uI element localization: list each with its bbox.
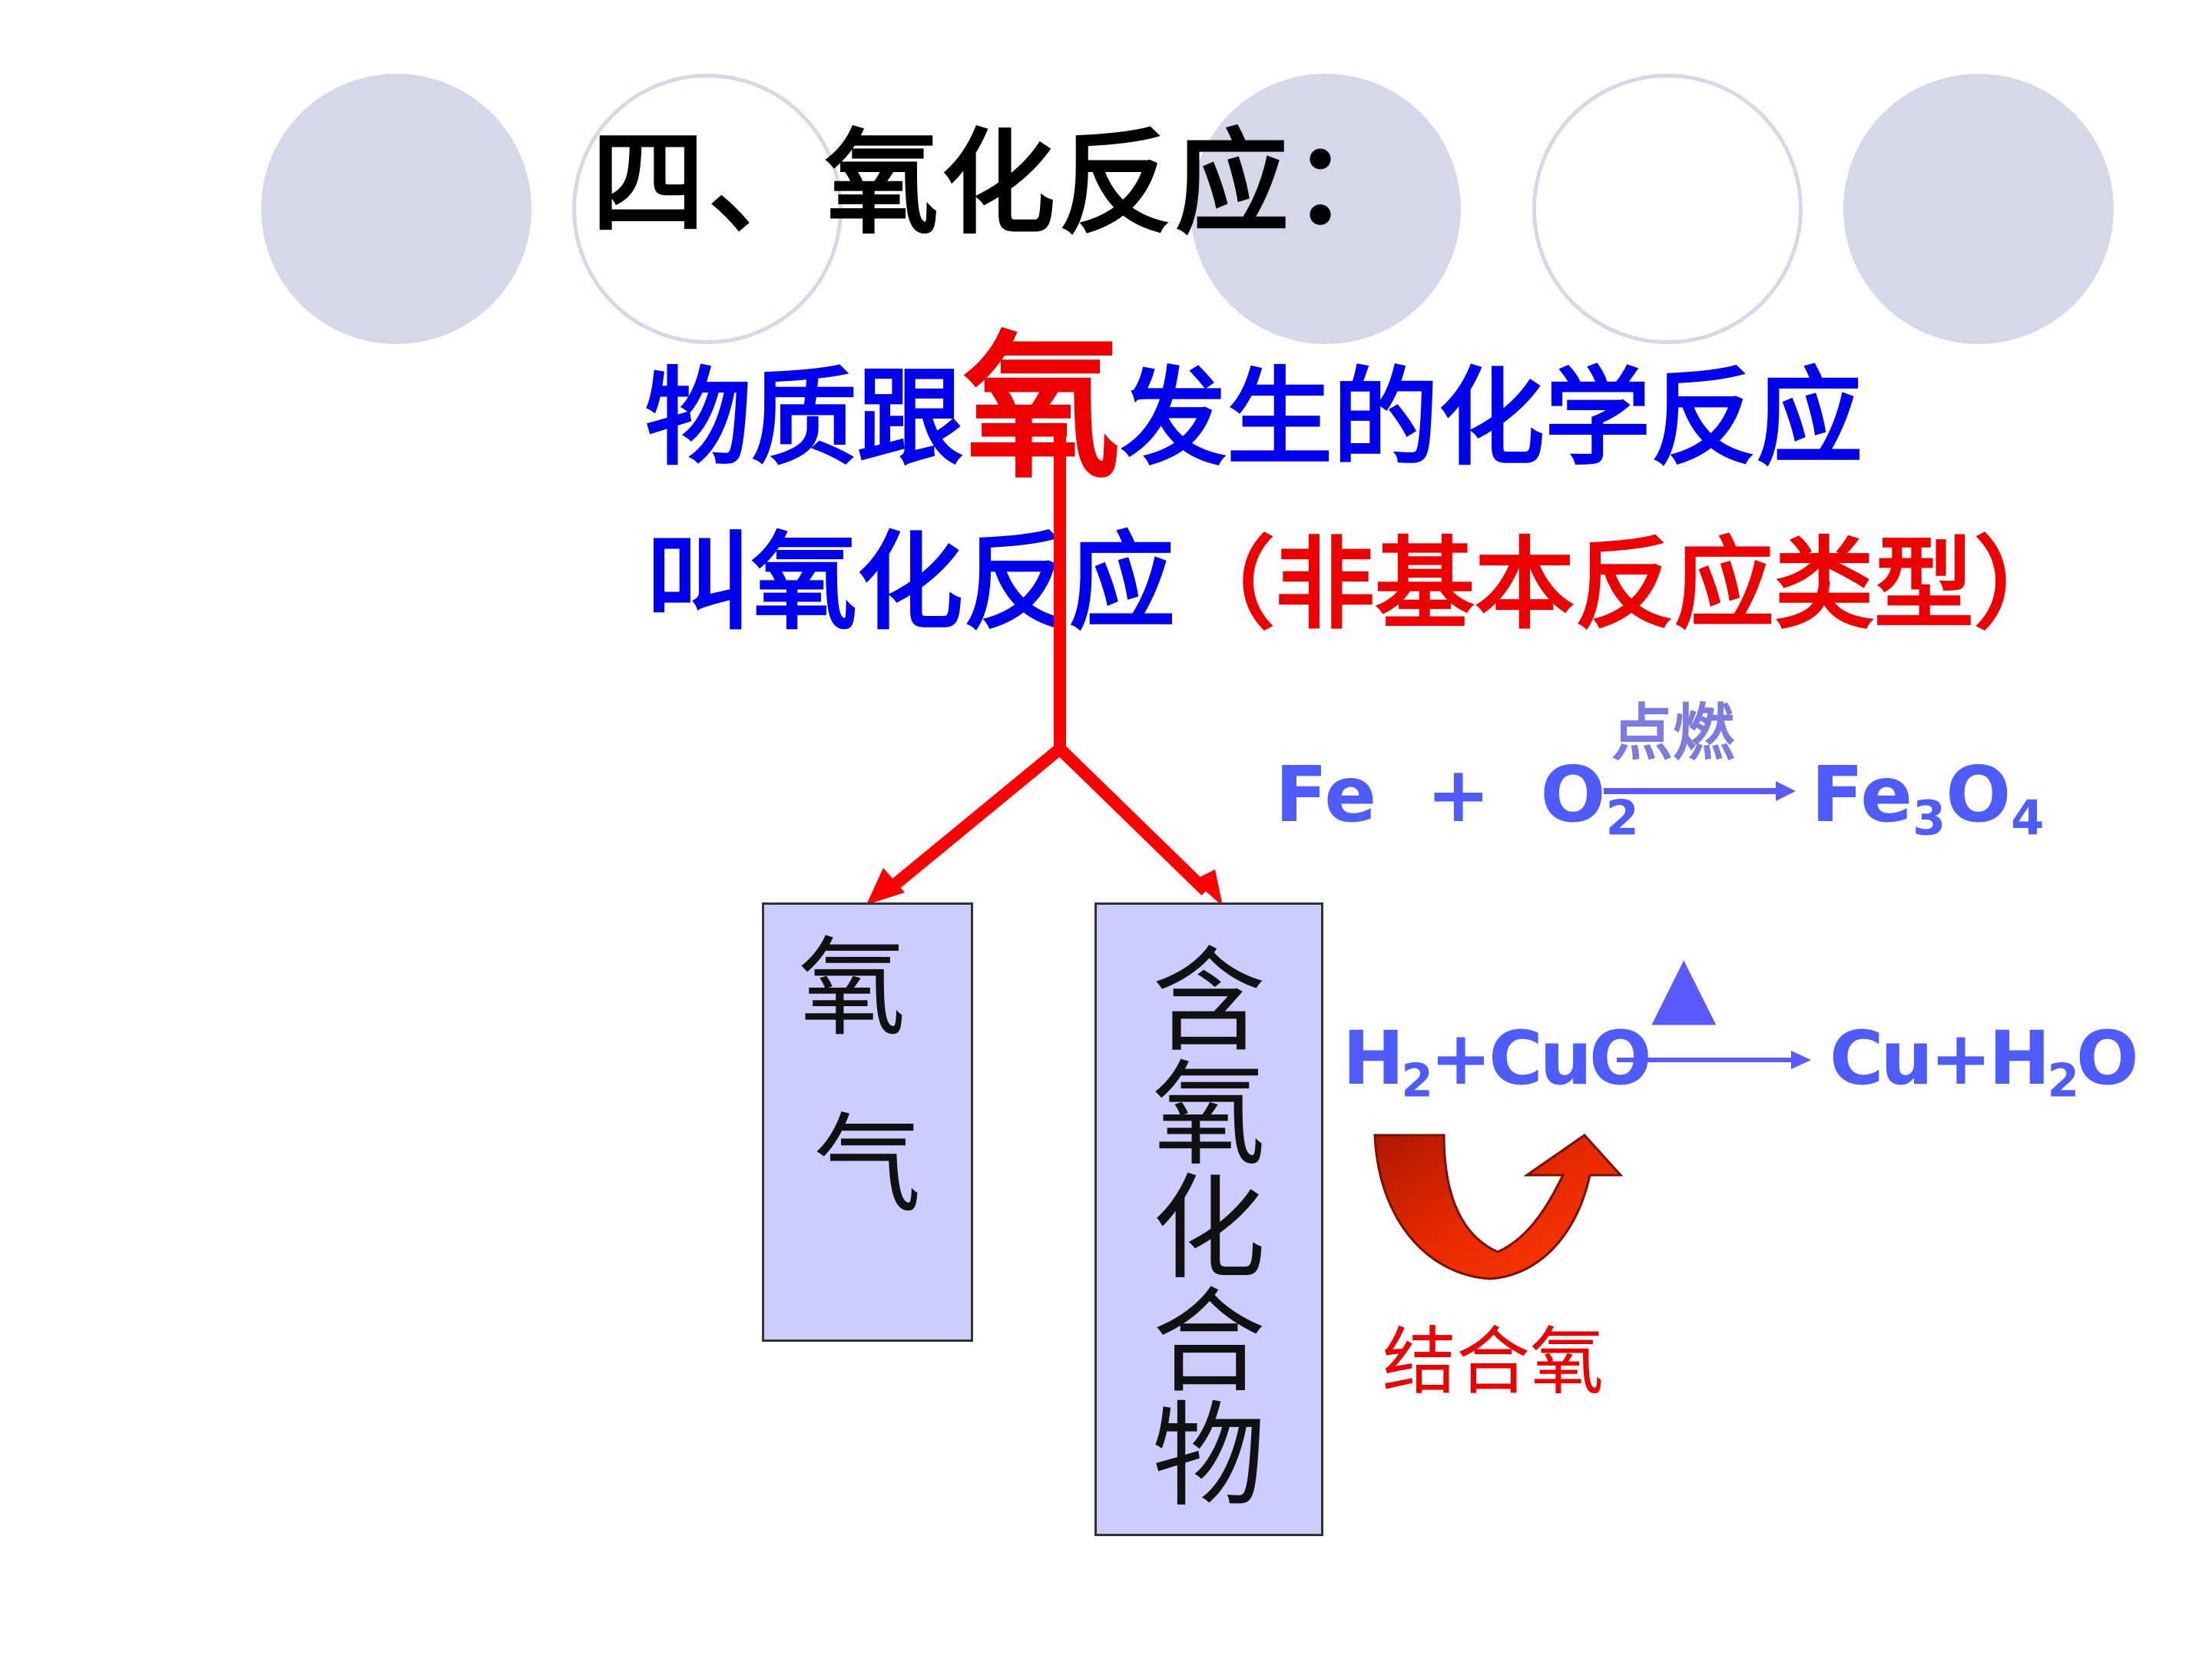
- definition-prefix: 物质跟: [645, 356, 964, 480]
- decor-circle-5: [1843, 74, 2114, 344]
- reaction1-o-sub: 2: [1605, 790, 1639, 846]
- definition-suffix: 发生的化学反应: [1121, 356, 1863, 480]
- reaction2-cuo: +CuO: [1429, 1015, 1652, 1101]
- reaction2-cuh: Cu+H: [1830, 1015, 2051, 1101]
- definition-line-1: 物质跟氧发生的化学反应: [645, 330, 1863, 488]
- reaction2-reactants: H2+CuO: [1343, 1022, 1652, 1104]
- box-compound-char-4: 合: [1152, 1277, 1266, 1409]
- definition-term: 叫氧化反应: [645, 521, 1176, 644]
- reaction1-product: Fe3O4: [1811, 757, 2044, 842]
- decor-circle-4: [1532, 74, 1803, 344]
- reaction2-arrowhead: [1791, 1051, 1811, 1069]
- decor-circle-1: [261, 74, 531, 344]
- definition-emphasis-oxygen: 氧: [963, 317, 1121, 500]
- box-compound-char-3: 化: [1152, 1163, 1266, 1295]
- reaction1-condition: 点燃: [1611, 697, 1734, 769]
- reaction1-fe: Fe: [1275, 750, 1377, 839]
- reaction2-h-sub: 2: [1401, 1055, 1432, 1108]
- box-compound-char-1: 含: [1152, 935, 1266, 1068]
- branch-left-line: [882, 743, 1065, 896]
- reaction1-o: O: [1540, 750, 1606, 839]
- box-compound-char-5: 物: [1152, 1390, 1266, 1522]
- box-oxygen-char-2: 气: [813, 1103, 922, 1228]
- reaction1-product-fe: Fe: [1811, 750, 1913, 839]
- reaction2-products: Cu+H2O: [1830, 1022, 2139, 1104]
- box-oxygen: 氧 气: [762, 902, 973, 1342]
- box-oxygen-compound: 含 氧 化 合 物: [1094, 902, 1323, 1536]
- reaction2-h: H: [1343, 1015, 1404, 1101]
- arrowhead-left: [866, 868, 905, 905]
- definition-note: （非基本反应类型）: [1175, 526, 2075, 643]
- slide-title: 四、氧化反应：: [591, 118, 1409, 250]
- reaction1-product-sub2: 4: [2011, 790, 2045, 846]
- reaction2-product-o: O: [2076, 1015, 2139, 1101]
- reaction2-product-sub: 2: [2047, 1055, 2079, 1108]
- reaction2-heat-symbol: ▲: [1651, 936, 1717, 1035]
- definition-line-2: 叫氧化反应（非基本反应类型）: [645, 530, 2074, 636]
- branch-right-line: [1055, 744, 1210, 896]
- reaction1-product-sub1: 3: [1912, 790, 1946, 846]
- reaction1-plus: +: [1426, 750, 1491, 839]
- reaction1-reactants: Fe + O2: [1275, 757, 1639, 842]
- decor-circle-3: [1190, 74, 1461, 344]
- box-oxygen-char-1: 氧: [798, 926, 906, 1051]
- decor-circle-2: [572, 74, 843, 344]
- reaction1-arrowhead: [1776, 781, 1796, 801]
- box-compound-char-2: 氧: [1152, 1049, 1266, 1181]
- combine-oxygen-label: 结合氧: [1382, 1319, 1604, 1405]
- reaction1-product-o: O: [1945, 750, 2012, 839]
- combine-oxygen-arrow: [1373, 1134, 1624, 1280]
- arrowhead-right: [1194, 869, 1223, 906]
